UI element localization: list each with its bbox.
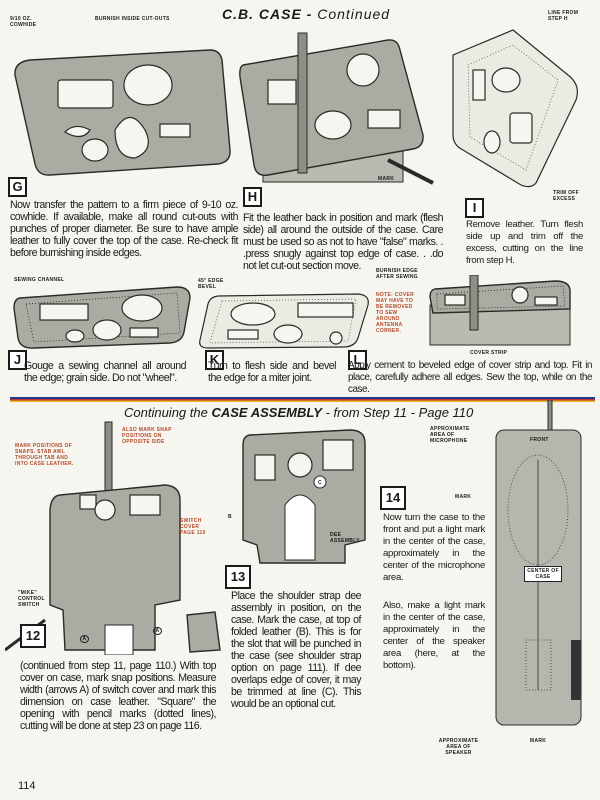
trimmed-leather-illustration-i <box>452 29 578 188</box>
step-badge-h: H <box>243 187 262 207</box>
step-text-h: Fit the leather back in position and mar… <box>243 212 444 272</box>
label-line-from-step: Line from step H <box>548 10 579 22</box>
label-center-of-case: Center of case <box>524 566 562 582</box>
step-text-14: Now turn the case to the front and put a… <box>383 512 485 583</box>
step-text-j: Gouge a sewing channel all around the ed… <box>24 360 187 384</box>
step-text-k: Turn to flesh side and bevel the edge fo… <box>208 360 337 384</box>
label-trim-off: Trim off excess <box>553 190 580 202</box>
step-badge-12: 12 <box>20 624 46 648</box>
case-marking-illustration-h <box>239 32 434 185</box>
dee-assembly-illustration-13 <box>242 429 366 564</box>
case-snap-illustration-12 <box>5 421 221 655</box>
label-note: Note: cover may have to be removed to se… <box>376 292 415 334</box>
case-front-illustration-14 <box>495 400 582 726</box>
step-text-g: Now transfer the pattern to a firm piece… <box>10 199 239 259</box>
label-approx-microphone: Approximate area of microphone <box>430 426 470 444</box>
label-burnish: Burnish inside cut-outs <box>95 16 170 22</box>
label-bevel: 45° edge bevel <box>198 278 224 290</box>
label-mike-switch: "Mike" control switch <box>18 590 45 608</box>
title-light: Continued <box>317 6 391 22</box>
label-mark-positions: Mark positions of snaps. Stab awl throug… <box>15 443 74 467</box>
bevel-illustration-k <box>199 293 369 349</box>
leather-pattern-illustration-g <box>14 49 231 176</box>
page-number: 114 <box>18 780 36 792</box>
label-switch-cover: Switch cover page 110 <box>180 518 206 536</box>
label-b: B <box>228 514 232 520</box>
label-burnish-edge: Burnish edge after sewing <box>376 268 418 280</box>
step-text-13: Place the shoulder strap dee assembly in… <box>231 590 362 710</box>
heading-prefix: Continuing the <box>124 405 208 420</box>
step-text-12: (continued from step 11, page 110.) With… <box>20 660 217 732</box>
label-mark: Mark <box>378 176 395 182</box>
sewn-case-illustration-l <box>429 275 571 346</box>
label-also-mark: Also mark snap positions on opposite sid… <box>122 427 172 445</box>
label-dee-assembly: Dee assembly <box>330 532 360 544</box>
title-bold: C.B. CASE - <box>222 6 313 22</box>
label-cowhide: 9/10 oz. cowhide <box>10 16 37 28</box>
label-arrow-a-1: A <box>80 635 89 643</box>
step-badge-13: 13 <box>225 565 251 589</box>
step-text-l: Apply cement to beveled edge of cover st… <box>348 360 593 395</box>
label-c: C <box>318 480 322 486</box>
label-approx-speaker: Approximate area of speaker <box>438 738 479 756</box>
label-front: Front <box>530 437 549 443</box>
step-badge-g: G <box>8 177 27 197</box>
step-text-i: Remove leather. Turn flesh side up and t… <box>466 219 583 266</box>
label-cover-strip: Cover strip <box>470 350 508 356</box>
section-title: C.B. CASE - Continued <box>222 6 390 22</box>
step-badge-i: I <box>465 198 484 218</box>
label-sewing-channel: Sewing channel <box>14 277 65 283</box>
sewing-channel-illustration-j <box>13 286 191 349</box>
step-badge-k: K <box>205 350 224 370</box>
label-arrow-a-2: A <box>153 627 162 635</box>
heading-suffix: - from Step 11 - Page 110 <box>325 405 474 420</box>
heading-main: CASE ASSEMBLY <box>211 405 322 420</box>
section-divider <box>10 397 595 402</box>
step-badge-j: J <box>8 350 27 370</box>
step-badge-l: L <box>348 350 367 370</box>
label-mark-top: Mark <box>455 494 472 500</box>
label-mark-bottom: Mark <box>530 738 547 744</box>
step-text-14-continued: Also, make a light mark in the center of… <box>383 600 485 671</box>
step-badge-14: 14 <box>380 486 406 510</box>
assembly-heading: Continuing the CASE ASSEMBLY - from Step… <box>124 405 473 420</box>
